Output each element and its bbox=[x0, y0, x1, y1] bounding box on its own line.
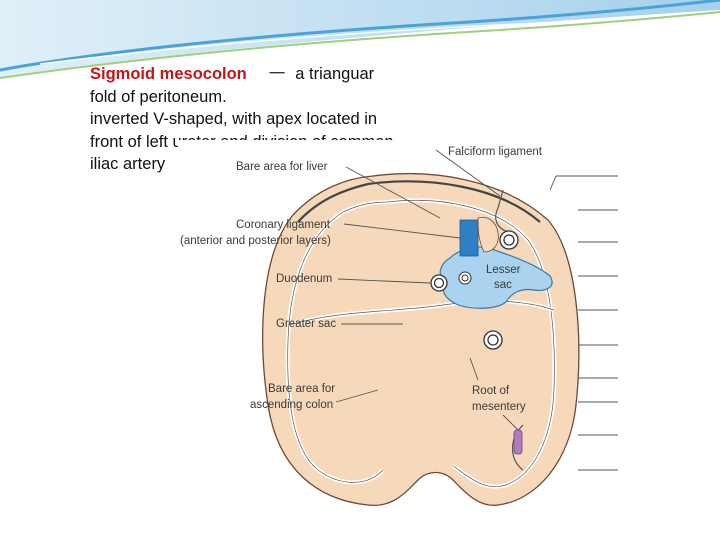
title-line: Sigmoid mesocolon 一 a trianguar bbox=[90, 63, 450, 86]
banner-fill bbox=[0, 0, 720, 78]
banner-stripe bbox=[39, 21, 561, 65]
label-root-of-mesentery-2: mesentery bbox=[472, 401, 526, 413]
leader-root-of-mesentery bbox=[502, 414, 519, 431]
body-line: fold of peritoneum. bbox=[90, 87, 227, 106]
label-lesser-sac-2: sac bbox=[494, 279, 512, 291]
falciform-ligament bbox=[495, 189, 509, 233]
label-bare-area-colon-2: ascending colon bbox=[250, 399, 333, 411]
leader-falciform bbox=[435, 149, 501, 197]
anterior-wall-line bbox=[297, 182, 369, 223]
leader-coronary-ligament bbox=[343, 223, 461, 239]
label-bare-area-liver: Bare area for liver bbox=[236, 161, 328, 173]
leader-bare-area-liver bbox=[345, 166, 441, 219]
hepatic-tissue bbox=[477, 216, 499, 253]
header-wave-banner bbox=[0, 0, 720, 79]
banner-stripe bbox=[0, 11, 720, 79]
body-line: iliac artery bbox=[90, 155, 166, 173]
mesocolon-line bbox=[289, 300, 555, 326]
title-dash: 一 bbox=[268, 65, 286, 83]
vessel-ring bbox=[458, 271, 472, 285]
vessel-ring bbox=[483, 330, 503, 350]
label-falciform-ligament: Falciform ligament bbox=[448, 146, 543, 158]
vessel-ring bbox=[499, 230, 519, 250]
label-duodenum: Duodenum bbox=[276, 273, 332, 285]
label-coronary-ligament-layers: (anterior and posterior layers) bbox=[180, 235, 331, 247]
leader-bare-area-colon bbox=[335, 389, 379, 403]
label-lesser-sac: Lesser bbox=[486, 264, 521, 276]
anterior-wall-line bbox=[367, 180, 541, 223]
slide-title: Sigmoid mesocolon bbox=[90, 65, 247, 83]
label-coronary-ligament: Coronary ligament bbox=[236, 219, 331, 231]
peritoneal-cavity-line bbox=[287, 200, 555, 487]
label-root-of-mesentery: Root of bbox=[472, 385, 510, 397]
label-bare-area-colon: Bare area for bbox=[268, 383, 335, 395]
label-greater-sac: Greater sac bbox=[276, 318, 336, 330]
vessel-ring bbox=[430, 274, 448, 292]
inferior-vena-cava bbox=[459, 219, 479, 257]
right-leader-lines bbox=[549, 175, 618, 471]
ureter bbox=[513, 429, 523, 455]
banner-stripe bbox=[0, 0, 720, 72]
peritoneum-cross-section-figure: Falciform ligament Bare area for liver C… bbox=[178, 140, 630, 512]
title-rest: a trianguar bbox=[295, 65, 375, 83]
lesser-sac bbox=[439, 246, 553, 309]
body-line: inverted V-shaped, with apex located in bbox=[90, 110, 378, 128]
leader-root-of-mesentery bbox=[469, 357, 479, 381]
root-of-mesentery bbox=[511, 424, 524, 471]
leader-duodenum bbox=[337, 278, 431, 284]
